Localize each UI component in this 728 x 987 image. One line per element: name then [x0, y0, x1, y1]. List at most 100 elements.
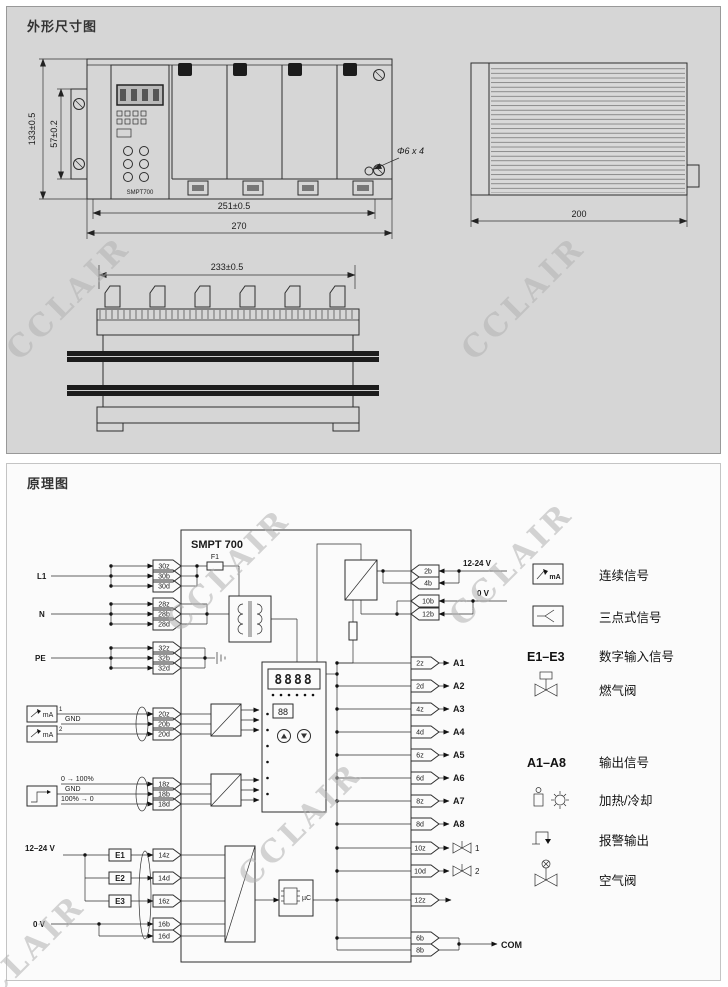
cable-group-icon: [138, 850, 152, 940]
svg-text:14z: 14z: [158, 853, 170, 860]
svg-text:28b: 28b: [158, 612, 170, 619]
terminal: 32d: [152, 661, 182, 675]
terminal: 20d: [152, 727, 182, 741]
terminal: 6z: [410, 748, 440, 762]
front-display: [116, 84, 164, 106]
legend-row: 空气阀: [534, 859, 637, 888]
svg-text:12z: 12z: [414, 898, 426, 905]
transformer-icon: [228, 595, 272, 643]
terminal: 6b: [410, 931, 440, 945]
svg-text:57±0.2: 57±0.2: [49, 120, 59, 147]
svg-text:空气阀: 空气阀: [599, 873, 637, 888]
supply-right: 12-24 V 0 V: [438, 559, 507, 617]
svg-text:32z: 32z: [158, 646, 170, 653]
svg-text:1: 1: [59, 707, 63, 713]
valve-icon: [452, 841, 472, 854]
terminal: 4z: [410, 702, 440, 716]
svg-text:2: 2: [59, 727, 63, 733]
bottom-view: [67, 285, 379, 432]
analog-input-1: mA 1 GND mA 2: [26, 705, 154, 743]
terminal: 6d: [410, 771, 440, 785]
svg-text:8d: 8d: [416, 822, 424, 829]
terminal: 10z: [410, 841, 440, 855]
up-button: [277, 729, 291, 743]
svg-text:1: 1: [475, 844, 480, 853]
screw-icon: [73, 158, 85, 170]
svg-text:E2: E2: [115, 874, 125, 883]
air-valve-icon: [534, 859, 558, 887]
svg-text:4b: 4b: [424, 581, 432, 588]
zero-left-label: 0 V: [33, 920, 46, 929]
schematic-panel: 原理图 SMPT 700 F1: [6, 463, 721, 981]
terminals-right: 2b 4b 10b 12b 2z 2d 4z 4d 6z 6d 8z 8d 10…: [410, 564, 440, 957]
analog-input-2: 0 → 100% GND 100% → 0: [26, 776, 154, 812]
svg-text:输出信号: 输出信号: [599, 755, 649, 770]
svg-text:2d: 2d: [416, 684, 424, 691]
legend-row: mA 连续信号: [532, 563, 649, 585]
controller-module: SMPT700: [110, 64, 170, 200]
terminal: 14z: [152, 848, 182, 862]
svg-text:18z: 18z: [158, 782, 170, 789]
svg-text:6d: 6d: [416, 776, 424, 783]
svg-text:16z: 16z: [158, 899, 170, 906]
svg-text:14d: 14d: [158, 876, 170, 883]
main-display: 8888: [274, 673, 313, 688]
svg-text:F1: F1: [211, 554, 219, 561]
svg-text:12b: 12b: [422, 612, 434, 619]
mcu-chip-icon: µC: [278, 879, 314, 917]
supply-right-label: 12-24 V: [463, 559, 492, 568]
svg-text:µC: µC: [302, 895, 311, 902]
range-down-label: 100% → 0: [61, 796, 94, 803]
e1-e3-prefix: E1–E3: [527, 650, 565, 664]
bottom-connectors: [187, 180, 374, 196]
svg-text:233±0.5: 233±0.5: [211, 262, 243, 272]
digital-inputs: 12–24 V E1 E2 E3 0 V: [25, 844, 154, 940]
svg-text:连续信号: 连续信号: [599, 568, 649, 583]
dim-width-outer: 270: [86, 199, 393, 239]
terminal: 2z: [410, 656, 440, 670]
alarm-output-icon: [532, 831, 551, 845]
svg-text:mA: mA: [43, 732, 54, 739]
dimension-panel: 外形尺寸图: [6, 6, 721, 454]
dim-rear-width: 233±0.5: [98, 262, 356, 289]
front-view: SMPT700: [70, 58, 393, 200]
ground-icon: [181, 647, 226, 669]
module-handle: [233, 63, 247, 76]
svg-text:30b: 30b: [158, 574, 170, 581]
mounting-hole: [364, 166, 374, 176]
schematic-panel-title: 原理图: [27, 476, 70, 491]
din-rail: [67, 385, 379, 396]
terminal: 16z: [152, 894, 182, 908]
terminal: 28d: [152, 617, 182, 631]
legend-row: 加热/冷却: [533, 787, 652, 809]
valve-output: 1: [439, 841, 480, 854]
schematic-drawing: SMPT 700 F1: [25, 529, 674, 963]
range-up-label: 0 → 100%: [61, 776, 94, 783]
svg-text:200: 200: [571, 209, 586, 219]
svg-text:10b: 10b: [422, 599, 434, 606]
three-point-signal-icon: [532, 605, 564, 627]
output-bus: [313, 661, 411, 951]
gnd-label: GND: [65, 716, 81, 723]
cable-group-icon: [135, 776, 149, 812]
svg-text:2: 2: [475, 867, 480, 876]
svg-text:133±0.5: 133±0.5: [27, 113, 37, 145]
screw-icon: [73, 98, 85, 110]
down-button: [297, 729, 311, 743]
display-unit: 8888 88: [261, 661, 327, 813]
svg-text:6b: 6b: [416, 936, 424, 943]
svg-text:16b: 16b: [158, 922, 170, 929]
zero-right-label: 0 V: [477, 589, 490, 598]
svg-text:A3: A3: [453, 704, 465, 714]
terminal: 2d: [410, 679, 440, 693]
terminal: 30d: [152, 579, 182, 593]
svg-text:加热/冷却: 加热/冷却: [599, 794, 652, 808]
valve-icon: [452, 864, 472, 877]
isolator: [181, 703, 260, 737]
svg-text:4d: 4d: [416, 730, 424, 737]
svg-text:燃气阀: 燃气阀: [599, 683, 637, 698]
terminal: 8d: [410, 817, 440, 831]
dim-depth: 200: [470, 195, 688, 227]
legend-row: E1–E3 数字输入信号: [527, 649, 674, 664]
svg-text:E1: E1: [115, 851, 125, 860]
